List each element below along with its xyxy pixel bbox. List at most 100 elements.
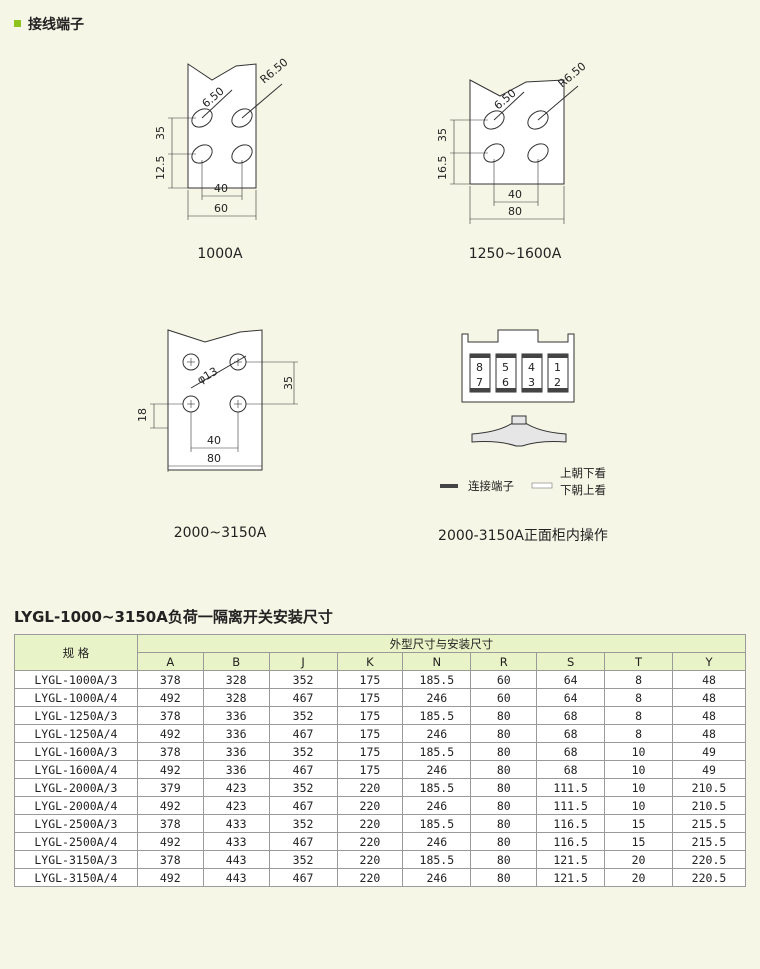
column-header: A (136, 652, 204, 671)
column-header: Y (671, 652, 747, 671)
value-cell: 246 (402, 868, 472, 887)
caption-1250-1600a: 1250~1600A (468, 246, 562, 262)
value-cell: 80 (470, 724, 538, 743)
value-cell: 175 (336, 688, 404, 707)
value-cell: 210.5 (671, 778, 747, 797)
value-cell: 492 (136, 832, 204, 851)
value-cell: 220 (336, 868, 404, 887)
value-cell: 49 (671, 760, 747, 779)
value-cell: 352 (268, 670, 338, 689)
value-cell: 352 (268, 742, 338, 761)
model-cell: LYGL-1250A/4 (14, 724, 138, 743)
value-cell: 80 (470, 778, 538, 797)
value-cell: 80 (470, 742, 538, 761)
d1-dim-h2: 12.5 (154, 156, 167, 181)
value-cell: 60 (470, 688, 538, 707)
value-cell: 175 (336, 706, 404, 725)
value-cell: 467 (268, 688, 338, 707)
value-cell: 433 (202, 814, 270, 833)
value-cell: 336 (202, 742, 270, 761)
terminal-num-6: 6 (502, 376, 509, 389)
value-cell: 48 (671, 706, 747, 725)
value-cell: 378 (136, 850, 204, 869)
legend-light-label-1: 上朝下看 (560, 466, 606, 480)
value-cell: 328 (202, 688, 270, 707)
d2-dim-h1: 35 (436, 128, 449, 142)
value-cell: 20 (604, 868, 673, 887)
model-cell: LYGL-3150A/4 (14, 868, 138, 887)
group-header: 外型尺寸与安装尺寸 (136, 634, 747, 653)
model-cell: LYGL-1000A/3 (14, 670, 138, 689)
value-cell: 64 (536, 688, 606, 707)
value-cell: 8 (604, 724, 673, 743)
value-cell: 220 (336, 850, 404, 869)
value-cell: 246 (402, 760, 472, 779)
value-cell: 80 (470, 814, 538, 833)
value-cell: 116.5 (536, 832, 606, 851)
value-cell: 121.5 (536, 868, 606, 887)
model-cell: LYGL-2500A/4 (14, 832, 138, 851)
value-cell: 185.5 (402, 778, 472, 797)
value-cell: 220 (336, 832, 404, 851)
value-cell: 60 (470, 670, 538, 689)
model-cell: LYGL-3150A/3 (14, 850, 138, 869)
value-cell: 423 (202, 796, 270, 815)
diagram-2000-3150a (150, 329, 298, 472)
value-cell: 467 (268, 832, 338, 851)
value-cell: 246 (402, 832, 472, 851)
value-cell: 220 (336, 814, 404, 833)
value-cell: 48 (671, 724, 747, 743)
value-cell: 64 (536, 670, 606, 689)
value-cell: 352 (268, 814, 338, 833)
table-title: LYGL-1000~3150A负荷一隔离开关安装尺寸 (14, 608, 333, 626)
value-cell: 220.5 (671, 850, 747, 869)
value-cell: 220 (336, 778, 404, 797)
value-cell: 80 (470, 850, 538, 869)
value-cell: 492 (136, 760, 204, 779)
value-cell: 220 (336, 796, 404, 815)
terminal-num-5: 5 (502, 361, 509, 374)
value-cell: 378 (136, 814, 204, 833)
column-header: N (402, 652, 472, 671)
value-cell: 68 (536, 760, 606, 779)
value-cell: 8 (604, 688, 673, 707)
value-cell: 185.5 (402, 850, 472, 869)
column-header: S (536, 652, 606, 671)
column-header: B (202, 652, 270, 671)
value-cell: 80 (470, 760, 538, 779)
d3-dim-w1: 40 (207, 434, 221, 447)
terminal-num-1: 1 (554, 361, 561, 374)
value-cell: 185.5 (402, 706, 472, 725)
value-cell: 433 (202, 832, 270, 851)
value-cell: 467 (268, 796, 338, 815)
value-cell: 336 (202, 724, 270, 743)
value-cell: 185.5 (402, 742, 472, 761)
value-cell: 80 (470, 796, 538, 815)
value-cell: 121.5 (536, 850, 606, 869)
value-cell: 49 (671, 742, 747, 761)
value-cell: 175 (336, 742, 404, 761)
value-cell: 68 (536, 742, 606, 761)
value-cell: 10 (604, 760, 673, 779)
value-cell: 443 (202, 868, 270, 887)
legend-light-label-2: 下朝上看 (560, 483, 606, 497)
value-cell: 185.5 (402, 814, 472, 833)
model-cell: LYGL-2000A/4 (14, 796, 138, 815)
model-cell: LYGL-1600A/3 (14, 742, 138, 761)
terminal-num-8: 8 (476, 361, 483, 374)
d2-radius-label: R6.50 (556, 60, 589, 91)
value-cell: 10 (604, 778, 673, 797)
d3-dim-h1: 35 (282, 376, 295, 390)
value-cell: 352 (268, 778, 338, 797)
d1-dim-h1: 35 (154, 126, 167, 140)
d1-dim-w1: 40 (214, 182, 228, 195)
d2-dim-w1: 40 (508, 188, 522, 201)
